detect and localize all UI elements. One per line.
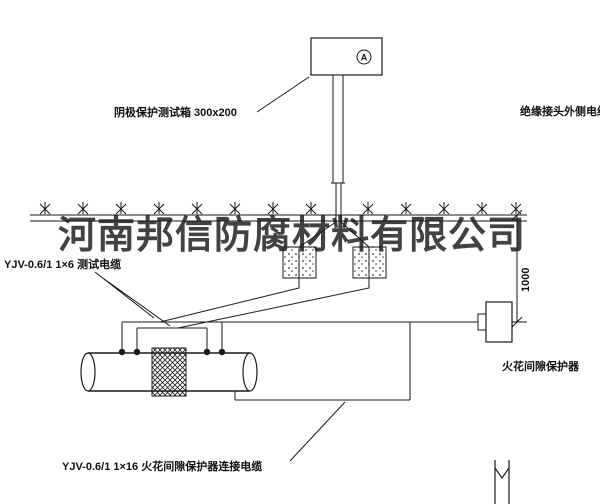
cad-weld-point [118,348,126,356]
pipeline [80,347,258,397]
protector-body [485,301,513,343]
pipe-end-right [242,352,258,392]
pipe-wrap-hatch [151,347,187,397]
cable-routing [121,221,478,401]
ground-line [30,214,527,222]
dimension-value: 1000 [520,268,532,292]
cad-weld-point [133,348,141,356]
pipe-end-left [80,352,96,392]
ammeter-letter: A [361,53,368,63]
label-spark-gap-protector: 火花间隙保护器 [502,361,579,373]
leader-lines [94,76,346,462]
ammeter-circle [356,49,372,65]
grass-symbols [39,201,522,215]
riser-cables [331,182,345,222]
dimension-line: 1000 [511,209,532,328]
label-spark-gap-cable: YJV-0.6/1 1×16 火花间隙保护器连接电缆 [62,461,263,473]
conduit-riser [332,74,344,184]
protector-tab [477,313,487,331]
cad-weld-point [203,348,211,356]
label-test-box: 阴极保护测试箱 300x200 [114,107,237,119]
label-insulated-joint-cable: 绝缘接头外侧电缆 [520,106,600,118]
pipe-break-symbol [494,460,510,504]
cad-weld-point [218,348,226,356]
label-test-cable: YJV-0.6/1 1×6 测试电缆 [4,259,122,271]
spark-gap-protector [477,301,513,343]
